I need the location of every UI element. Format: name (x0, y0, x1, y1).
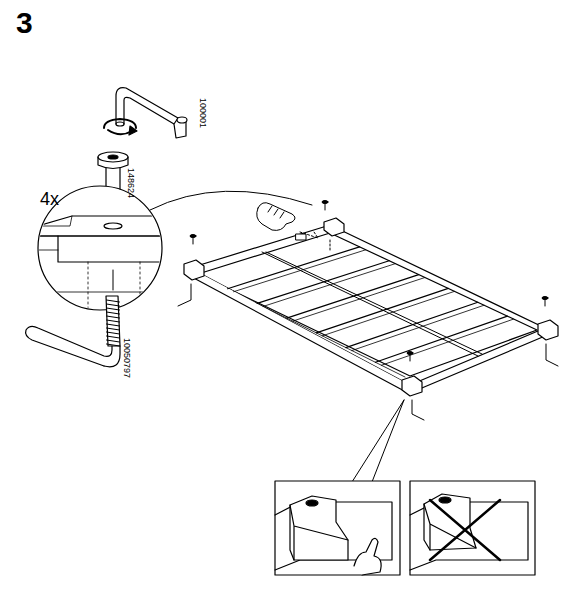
slat (346, 302, 478, 347)
detail-leader (150, 191, 312, 210)
slat (293, 278, 425, 322)
part-number: 10050797 (122, 338, 131, 378)
thread-stroke (107, 312, 120, 314)
slat (263, 264, 395, 307)
slat (234, 250, 366, 292)
slat (322, 291, 454, 335)
detail-magnifier (38, 186, 162, 310)
cross-mark (430, 500, 500, 560)
thread-stroke (107, 324, 120, 326)
thread-stroke (107, 328, 120, 330)
step-number: 3 (16, 8, 33, 38)
thread-stroke (107, 340, 120, 342)
slat (375, 316, 507, 362)
slat (381, 319, 513, 365)
slat (228, 247, 360, 289)
thread-stroke (107, 308, 120, 310)
inset-leader (352, 400, 404, 482)
allen-keys (178, 240, 558, 420)
thread-stroke (107, 300, 120, 302)
thread-stroke (107, 332, 120, 334)
slat (287, 275, 419, 319)
wrong-inset (410, 481, 535, 575)
thread-stroke (107, 304, 120, 306)
hand-pointer (257, 203, 318, 240)
quantity-label: 4x (40, 190, 59, 208)
thread-stroke (107, 320, 120, 322)
rotation-arrow (104, 119, 137, 135)
slat (352, 305, 484, 350)
bed-frame (184, 218, 558, 396)
slat (257, 261, 389, 304)
thread-stroke (107, 344, 120, 346)
correct-inset (275, 481, 400, 575)
thread-stroke (107, 336, 120, 338)
screws (190, 201, 548, 362)
slat (316, 288, 448, 332)
allen-key (116, 88, 187, 138)
thread-stroke (107, 316, 120, 318)
threaded-bolt (26, 270, 120, 367)
part-number: 148624 (126, 168, 135, 198)
part-number: 100001 (198, 98, 207, 128)
